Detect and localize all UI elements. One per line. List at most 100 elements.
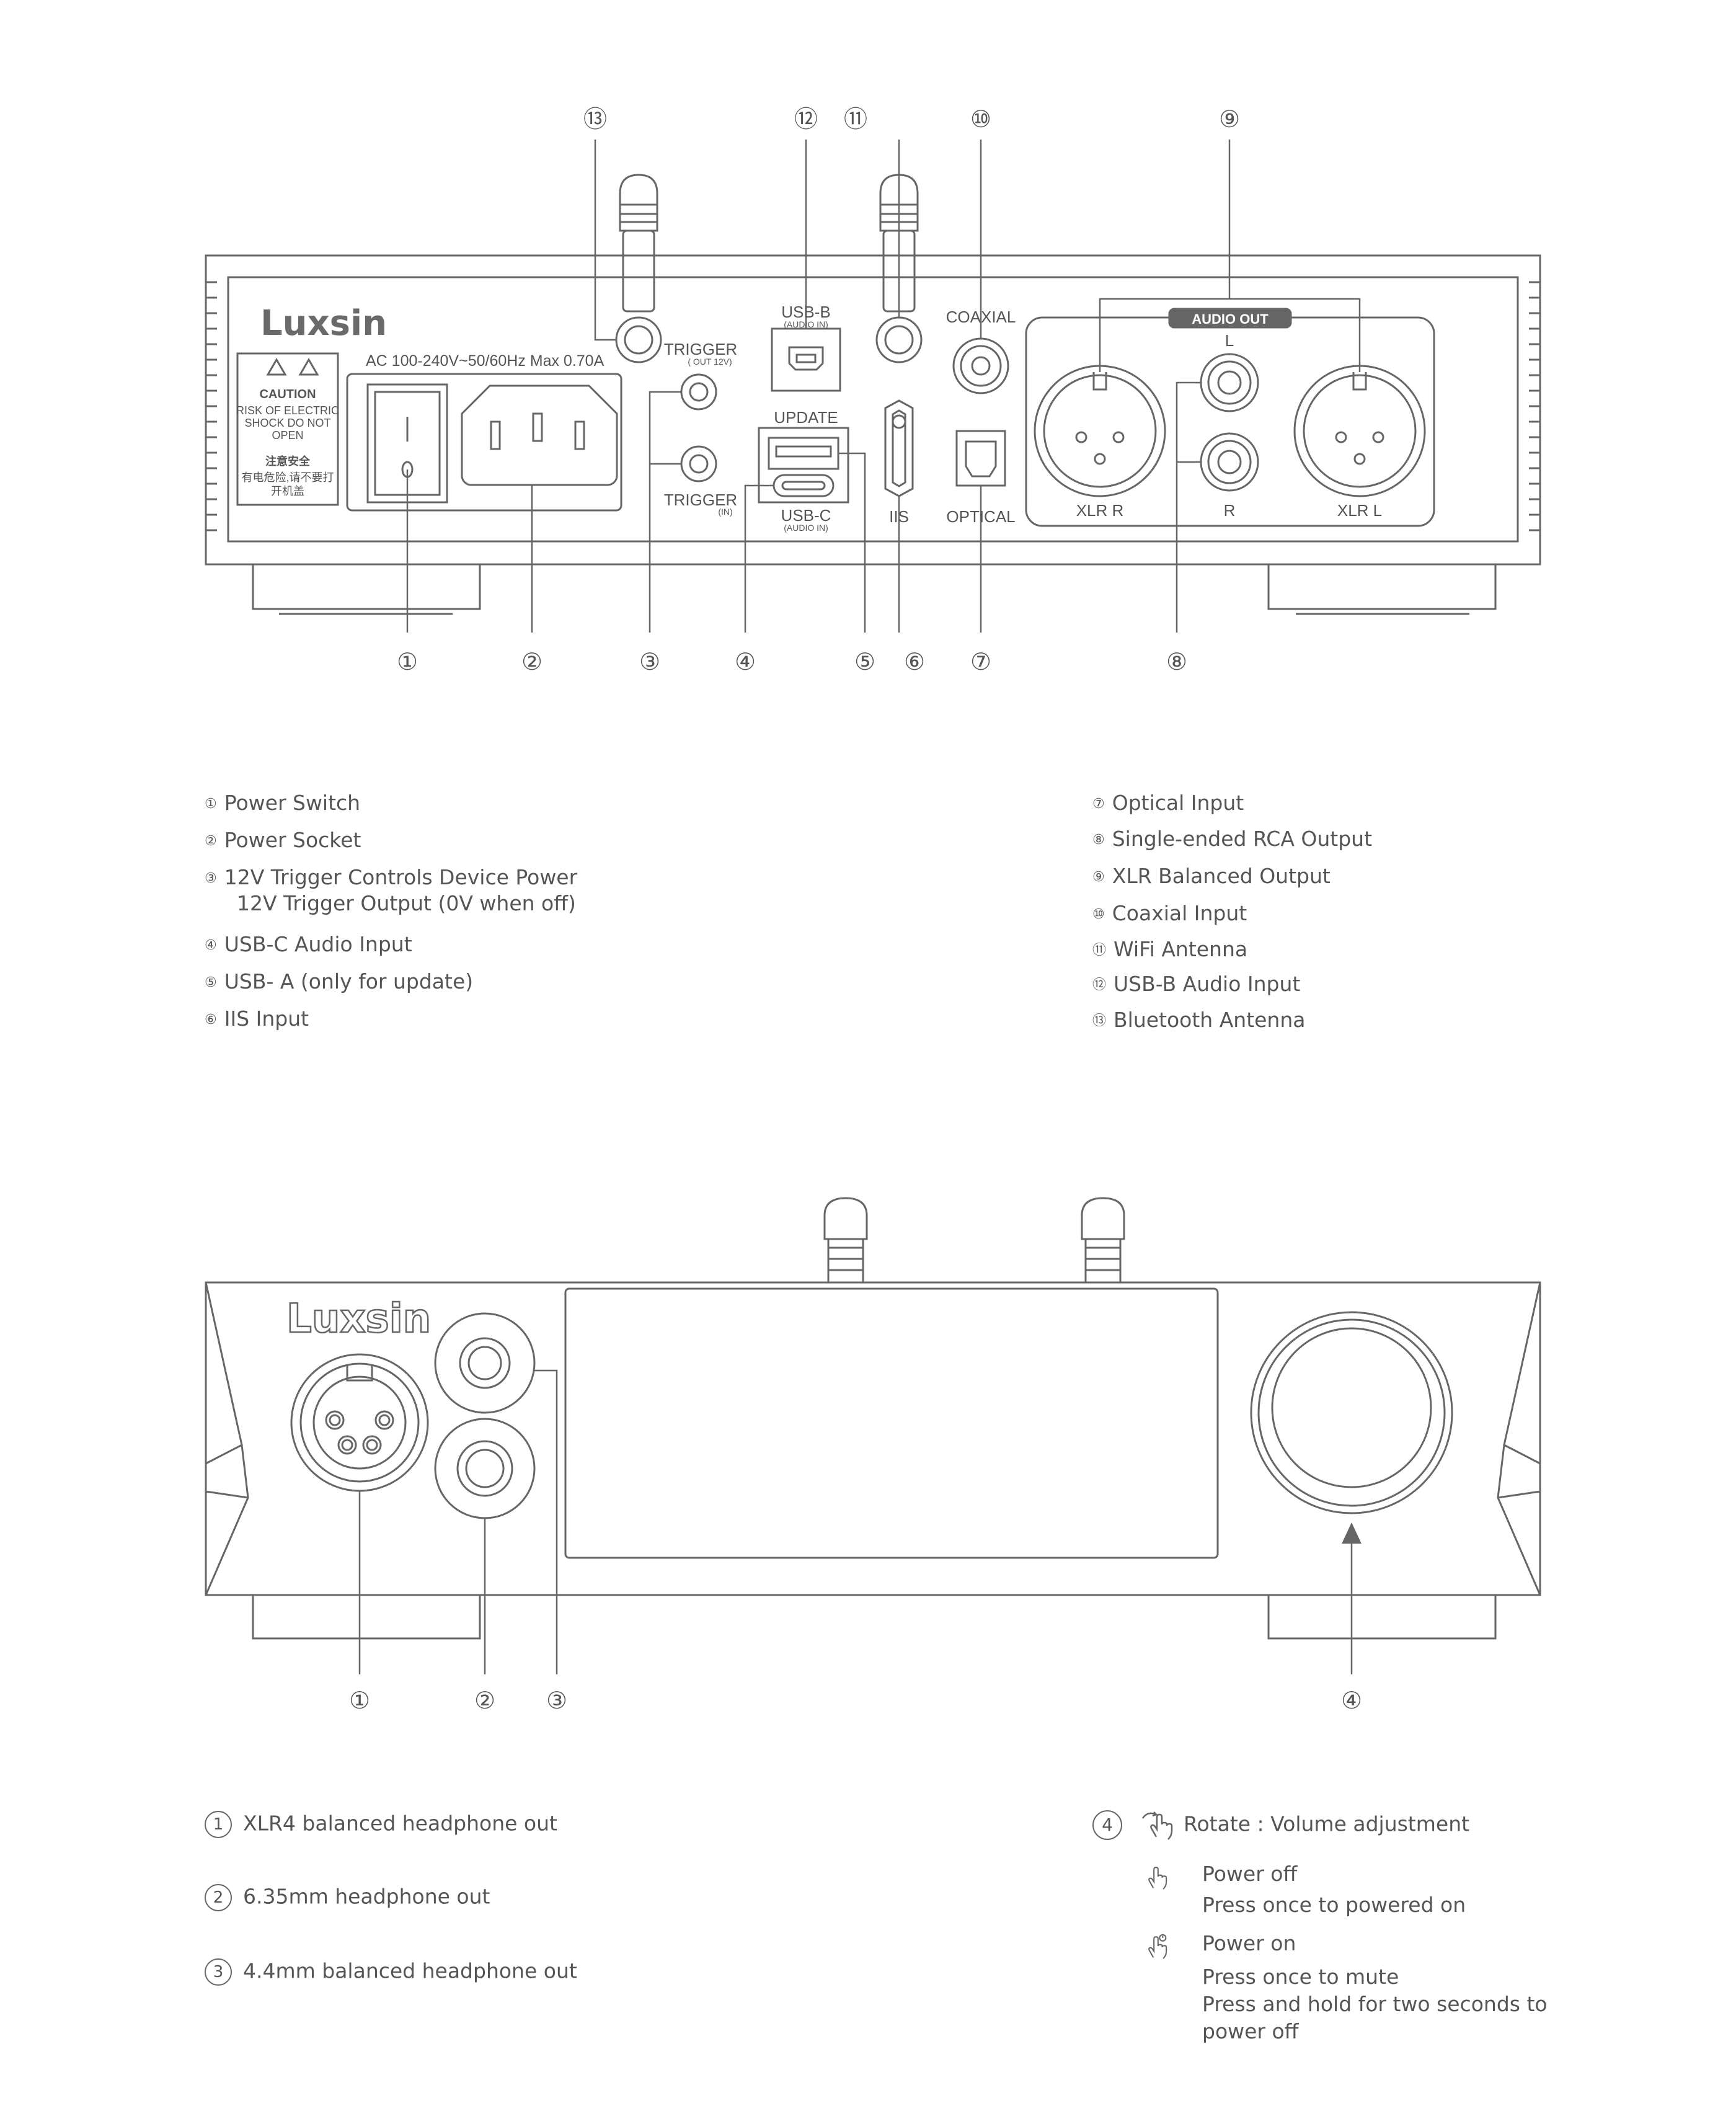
usb-c-sublabel: (AUDIO IN): [784, 523, 828, 533]
legend-text: XLR4 balanced headphone out: [243, 1811, 557, 1836]
rear-foot-right: [1267, 563, 1497, 610]
rear-callout-4: ④: [735, 648, 756, 675]
legend-num: ⑤: [205, 974, 217, 990]
usb-group-frame: [758, 427, 849, 504]
coaxial-label: COAXIAL: [946, 308, 1016, 326]
legend-text: Single-ended RCA Output: [1112, 827, 1373, 851]
legend-num: ⑨: [1092, 869, 1105, 885]
front-foot-left: [252, 1594, 481, 1640]
xlr-r-label: XLR R: [1076, 501, 1124, 520]
front-antenna-left: [823, 1197, 868, 1284]
legend-text: Coaxial Input: [1112, 901, 1247, 925]
legend-item: ④ USB-C Audio Input: [205, 932, 412, 956]
legend-item: ⑨ XLR Balanced Output: [1092, 864, 1331, 888]
rear-inner-panel: [227, 276, 1519, 543]
rotate-text: Rotate : Volume adjustment: [1184, 1811, 1470, 1836]
power-on-desc-1: Press once to mute: [1202, 1965, 1399, 1989]
caution-line-3: OPEN: [272, 429, 303, 442]
legend-item: ⑦ Optical Input: [1092, 791, 1244, 815]
caution-line-2: SHOCK DO NOT: [244, 417, 330, 429]
rca-l-label: L: [1225, 331, 1234, 350]
electric-warning-icon: [298, 358, 319, 376]
rear-callout-10: ⑩: [970, 105, 991, 133]
front-leader-lines: [358, 1369, 1362, 1674]
rear-callout-7: ⑦: [970, 648, 991, 675]
audio-out-label: AUDIO OUT: [1192, 311, 1269, 327]
bluetooth-antenna: [615, 174, 662, 363]
power-socket[interactable]: [461, 384, 618, 486]
caution-title: CAUTION: [259, 388, 316, 401]
legend-num: ⑩: [1092, 906, 1105, 922]
volume-knob[interactable]: [1250, 1311, 1453, 1514]
press-hand-power-icon: [1148, 1934, 1167, 1959]
xlr-r-connector[interactable]: [1034, 365, 1166, 497]
legend-text: XLR Balanced Output: [1112, 864, 1331, 888]
power-off-title: Power off: [1202, 1862, 1298, 1886]
legend-subtext: 12V Trigger Output (0V when off): [237, 891, 576, 915]
legend-num: ⑪: [1092, 942, 1107, 958]
caution-box: [236, 352, 339, 506]
trigger-in-label: TRIGGER: [664, 491, 737, 509]
legend-item: ② Power Socket: [205, 828, 361, 852]
legend-text: Bluetooth Antenna: [1114, 1008, 1306, 1032]
legend-num: ③: [205, 870, 217, 886]
legend-item: ⑩ Coaxial Input: [1092, 901, 1247, 925]
front-panel: [205, 1197, 1541, 1674]
legend-item: ⑬ Bluetooth Antenna: [1092, 1008, 1306, 1032]
front-callout-3: ③: [546, 1687, 567, 1714]
rear-callout-12: ⑫: [794, 105, 818, 133]
legend-text: IIS Input: [224, 1006, 309, 1031]
front-callout-4: ④: [1341, 1687, 1362, 1714]
caution-line-1: RISK OF ELECTRIC: [236, 404, 339, 417]
legend-num: ⑥: [205, 1011, 217, 1028]
legend-num: ⑬: [1092, 1013, 1107, 1029]
iis-port[interactable]: [884, 399, 914, 497]
xlr-l-label: XLR L: [1337, 501, 1382, 520]
legend-num: 1: [205, 1811, 232, 1838]
front-brand: Luxsin: [286, 1296, 431, 1342]
power-on-desc-2: Press and hold for two seconds to: [1202, 1992, 1548, 2016]
front-foot-right: [1267, 1594, 1497, 1640]
usb-c-label: USB-C: [781, 506, 831, 525]
warning-triangle-icon: [266, 358, 287, 376]
rear-callout-1: ①: [397, 648, 418, 675]
legend-item: ⑥ IIS Input: [205, 1006, 309, 1031]
rear-foot-left: [252, 563, 481, 610]
legend-item: 1 XLR4 balanced headphone out: [205, 1811, 557, 1838]
legend-text: USB-C Audio Input: [224, 932, 412, 956]
rear-callout-13: ⑬: [583, 105, 607, 133]
legend-num: 3: [205, 1958, 232, 1986]
rear-left-vents: [206, 281, 217, 531]
power-rating-label: AC 100-240V~50/60Hz Max 0.70A: [366, 352, 604, 370]
legend-text: Optical Input: [1112, 791, 1244, 815]
update-label: UPDATE: [774, 408, 838, 427]
legend-text: Power Socket: [224, 828, 361, 852]
legend-num: ⑧: [1092, 832, 1105, 848]
trigger-out-sublabel: ( OUT 12V): [688, 357, 732, 367]
legend-num: 2: [205, 1884, 232, 1911]
legend-text: 12V Trigger Controls Device Power: [224, 865, 578, 889]
front-callout-2: ②: [474, 1687, 495, 1714]
balanced-44mm-jack[interactable]: [434, 1312, 536, 1414]
legend-num: ②: [205, 833, 217, 849]
power-on-title: Power on: [1202, 1931, 1296, 1955]
trigger-in-sublabel: (IN): [718, 507, 732, 517]
legend-num: ⑫: [1092, 977, 1107, 993]
rear-panel: [205, 140, 1541, 633]
rear-right-vents: [1529, 281, 1540, 531]
legend-num: ④: [205, 937, 217, 953]
legend-text: Power Switch: [224, 791, 361, 815]
legend-item: ③ 12V Trigger Controls Device Power: [205, 865, 577, 889]
legend-num: ⑦: [1092, 796, 1105, 812]
usb-b-label: USB-B: [781, 303, 830, 321]
power-group-frame: [346, 373, 622, 512]
legend-item-power-off: [1142, 1862, 1173, 1893]
rear-callout-9: ⑨: [1219, 105, 1240, 133]
caution-cn-line-1: 有电危险,请不要打: [241, 471, 334, 484]
power-on-desc-3: power off: [1202, 2019, 1299, 2043]
front-chassis: [205, 1281, 1541, 1596]
